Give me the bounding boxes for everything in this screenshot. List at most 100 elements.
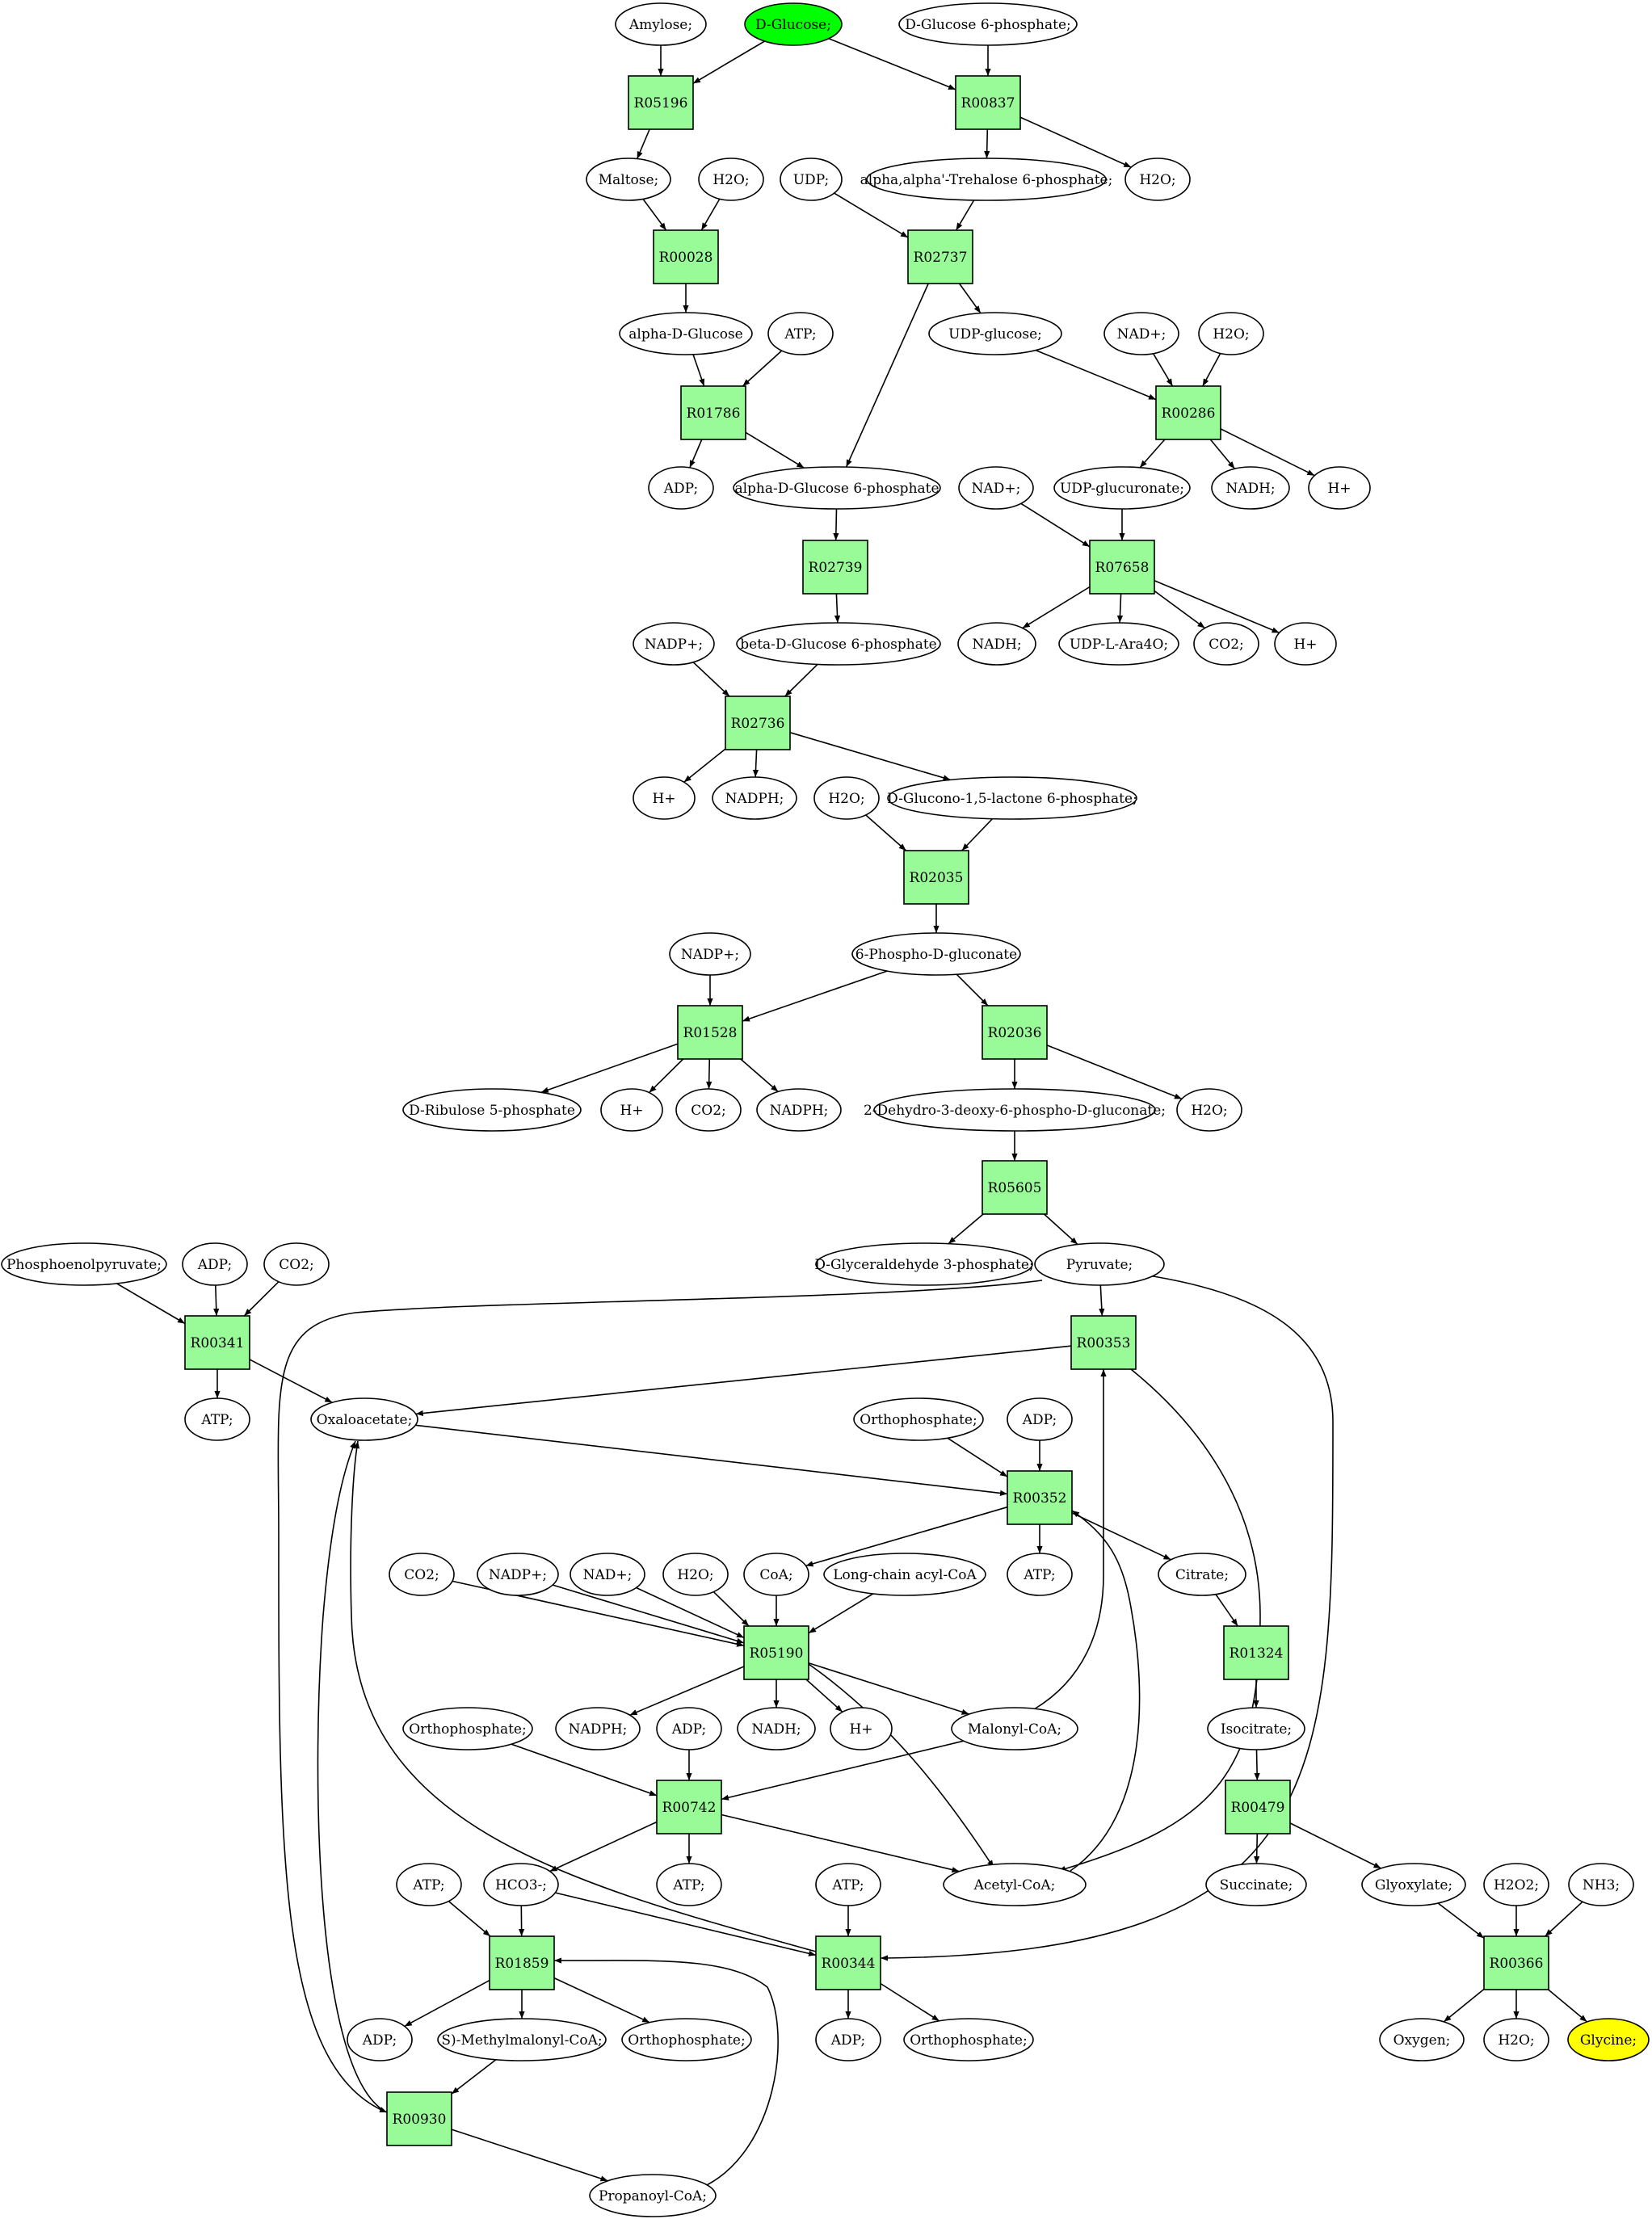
reaction-r02736[interactable]: R02736: [725, 696, 791, 750]
reaction-r02737[interactable]: R02737: [907, 229, 973, 284]
edge-r00837-to-trehalose6p: [984, 128, 990, 159]
compound-hplus_1: H+: [1308, 466, 1371, 510]
compound-ellipse: [928, 312, 1062, 355]
reaction-r00742[interactable]: R00742: [656, 1780, 722, 1834]
reaction-box[interactable]: [903, 850, 969, 905]
reaction-box[interactable]: [386, 2091, 452, 2146]
compound-dribulose: D-Ribulose 5-phosphate: [402, 1088, 582, 1132]
reaction-r00341[interactable]: R00341: [184, 1315, 250, 1370]
reaction-box[interactable]: [955, 75, 1021, 130]
compound-nadp_plus_a: NAD+;: [1103, 312, 1179, 355]
compound-pgluconate: 6-Phospho-D-gluconate: [851, 932, 1021, 976]
compound-label: UDP-L-Ara4O;: [1070, 637, 1168, 653]
reaction-r00286[interactable]: R00286: [1155, 385, 1221, 440]
compound-ellipse: [873, 1088, 1156, 1132]
reaction-r00837[interactable]: R00837: [955, 75, 1021, 130]
reaction-label: R00352: [1013, 1490, 1067, 1507]
reaction-r00366[interactable]: R00366: [1483, 1935, 1549, 1990]
reaction-r02739[interactable]: R02739: [802, 540, 868, 595]
reaction-box[interactable]: [677, 1005, 743, 1060]
compound-nadph_3: NADPH;: [555, 1707, 641, 1750]
reaction-r00352[interactable]: R00352: [1007, 1470, 1073, 1525]
compound-label: ATP;: [1023, 1567, 1055, 1583]
reaction-box[interactable]: [982, 1005, 1048, 1060]
compound-label: H+: [849, 1721, 872, 1738]
compound-label: NADH;: [751, 1721, 801, 1738]
edge-udpglucose-to-r00286: [1035, 349, 1157, 401]
reaction-box[interactable]: [1223, 1625, 1289, 1680]
reaction-label: R01786: [687, 406, 741, 422]
compound-atp_6: ATP;: [815, 1863, 881, 1906]
edge-h2o_3-to-r00286: [1202, 353, 1221, 387]
reaction-box[interactable]: [1225, 1780, 1291, 1834]
compound-label: Glycine;: [1580, 2032, 1637, 2049]
reaction-r05196[interactable]: R05196: [628, 75, 694, 130]
reaction-r01324[interactable]: R01324: [1223, 1625, 1289, 1680]
compound-hplus_2: H+: [1274, 622, 1337, 666]
reaction-box[interactable]: [1483, 1935, 1549, 1990]
compound-label: Orthophosphate;: [409, 1721, 526, 1738]
edge-malonylcoa-to-r00353: [1033, 1369, 1107, 1710]
compound-adp_4: ADP;: [656, 1707, 722, 1750]
compound-ellipse: [744, 2, 843, 46]
reaction-r02036[interactable]: R02036: [982, 1005, 1048, 1060]
compound-udpglucose: UDP-glucose;: [928, 312, 1062, 355]
compound-label: UDP;: [793, 172, 830, 188]
reaction-r05190[interactable]: R05190: [743, 1625, 809, 1680]
reaction-r00028[interactable]: R00028: [653, 229, 719, 284]
reaction-box[interactable]: [743, 1625, 809, 1680]
reaction-r05605[interactable]: R05605: [982, 1160, 1048, 1215]
reaction-label: R00479: [1231, 1800, 1285, 1816]
compound-ellipse: [813, 776, 880, 820]
compound-label: Succinate;: [1220, 1877, 1293, 1893]
compound-h2o2: H2O2;: [1483, 1863, 1549, 1906]
reaction-box[interactable]: [982, 1160, 1048, 1215]
compound-ellipse: [263, 1242, 330, 1286]
reaction-box[interactable]: [656, 1780, 722, 1834]
compound-atp_2: ATP;: [184, 1397, 250, 1441]
reaction-box[interactable]: [1007, 1470, 1073, 1525]
reaction-box[interactable]: [680, 385, 746, 440]
edge-r01859-to-orthophosphate_3: [553, 1977, 650, 2024]
compound-ellipse: [648, 466, 714, 510]
edge-r07658-to-nadh_2: [1022, 586, 1091, 629]
compound-label: Maltose;: [599, 172, 659, 188]
edge-udp-to-r02737: [834, 192, 909, 238]
reaction-r07658[interactable]: R07658: [1089, 540, 1155, 595]
reaction-box[interactable]: [725, 696, 791, 750]
reaction-r00930[interactable]: R00930: [386, 2091, 452, 2146]
compound-label: Amylose;: [628, 17, 692, 33]
compound-ellipse: [815, 2018, 881, 2061]
compound-label: H2O;: [1139, 172, 1175, 188]
reaction-label: R02737: [914, 250, 968, 266]
compound-label: NADPH;: [569, 1721, 628, 1738]
reaction-r01786[interactable]: R01786: [680, 385, 746, 440]
compound-adp_5: ADP;: [347, 2018, 413, 2061]
reaction-edges: [116, 37, 1588, 2186]
reaction-box[interactable]: [1070, 1315, 1137, 1370]
reaction-r01859[interactable]: R01859: [489, 1935, 555, 1990]
reaction-r00344[interactable]: R00344: [815, 1935, 881, 1990]
compound-bdg6p: beta-D-Glucose 6-phosphate: [736, 622, 941, 666]
reaction-box[interactable]: [1089, 540, 1155, 595]
reaction-box[interactable]: [1155, 385, 1221, 440]
reaction-box[interactable]: [802, 540, 868, 595]
reaction-r01528[interactable]: R01528: [677, 1005, 743, 1060]
reaction-r00353[interactable]: R00353: [1070, 1315, 1137, 1370]
edge-h2o_4-to-r02035: [865, 814, 907, 851]
compound-ellipse: [656, 1707, 722, 1750]
reaction-box[interactable]: [907, 229, 973, 284]
reaction-box[interactable]: [489, 1935, 555, 1990]
compound-ellipse: [887, 776, 1137, 820]
reaction-box[interactable]: [815, 1935, 881, 1990]
compound-label: Citrate;: [1175, 1567, 1229, 1583]
reaction-box[interactable]: [653, 229, 719, 284]
reaction-box[interactable]: [628, 75, 694, 130]
edge-r00837-to-h2o_2: [1019, 116, 1132, 168]
reaction-r00479[interactable]: R00479: [1225, 1780, 1291, 1834]
reaction-r02035[interactable]: R02035: [903, 850, 969, 905]
edge-dglucose-to-r00837: [828, 37, 956, 90]
edge-pgluconate-to-r01528: [742, 970, 888, 1022]
edge-oxaloacetate-to-r00352: [415, 1424, 1008, 1496]
reaction-box[interactable]: [184, 1315, 250, 1370]
